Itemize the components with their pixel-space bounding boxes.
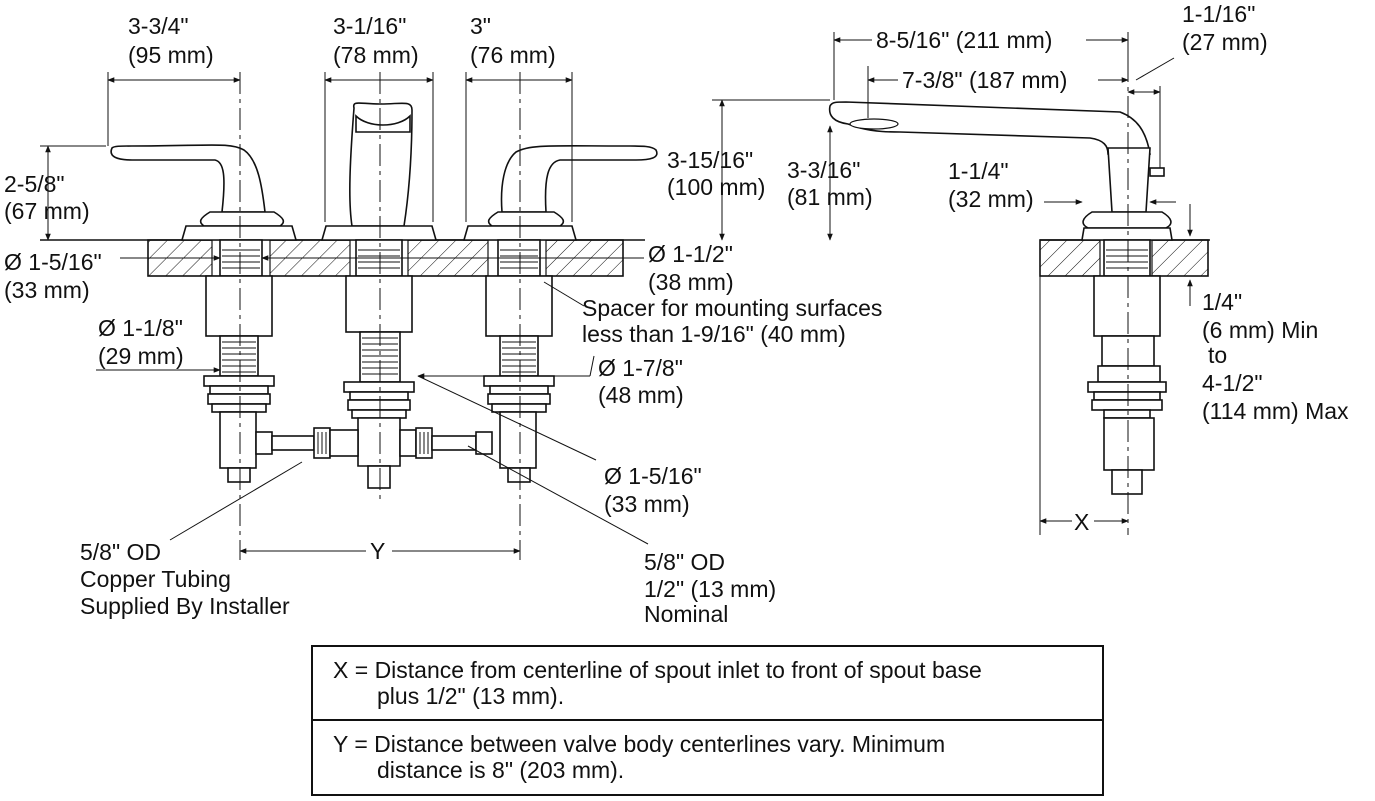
label-spout-reach: 7-3/8" (187 mm) bbox=[902, 67, 1067, 93]
label-deck-range-1: 1/4" bbox=[1202, 289, 1242, 315]
dimension-labels: 3-3/4" (95 mm) 3-1/16" (78 mm) 3" (76 mm… bbox=[4, 1, 1349, 627]
legend-x: X = Distance from centerline of spout in… bbox=[313, 647, 1102, 721]
label-escutcheon-dia-1: Ø 1-5/16" bbox=[4, 249, 102, 275]
label-handle-height-1: 2-5/8" bbox=[4, 171, 65, 197]
label-supply-right-3: Nominal bbox=[644, 601, 728, 627]
label-nut-dia-1: Ø 1-7/8" bbox=[598, 355, 683, 381]
legend-y-line2: distance is 8" (203 mm). bbox=[377, 756, 625, 783]
legend-x-prefix: X = bbox=[333, 657, 375, 683]
label-valve-width-2: (78 mm) bbox=[333, 42, 419, 68]
label-supply-right-2: 1/2" (13 mm) bbox=[644, 576, 776, 602]
legend-x-line2: plus 1/2" (13 mm). bbox=[377, 683, 565, 709]
label-spout-clearance-2: (81 mm) bbox=[787, 184, 873, 210]
label-handle-reach-2: (95 mm) bbox=[128, 42, 214, 68]
label-spout-clearance-1: 3-3/16" bbox=[787, 157, 860, 183]
label-deck-range-3: to bbox=[1208, 342, 1227, 368]
label-shank-dia-1: Ø 1-1/8" bbox=[98, 315, 183, 341]
label-spout-offset-2: (27 mm) bbox=[1182, 29, 1268, 55]
label-spout-offset-1: 1-1/16" bbox=[1182, 1, 1255, 27]
label-handle-height-2: (67 mm) bbox=[4, 198, 90, 224]
label-handle-reach-1: 3-3/4" bbox=[128, 13, 189, 39]
label-spout-base-2: (32 mm) bbox=[948, 186, 1034, 212]
legend-y: Y = Distance between valve body centerli… bbox=[313, 721, 1102, 795]
label-supply-left-2: Copper Tubing bbox=[80, 566, 231, 592]
centerlines bbox=[239, 60, 1129, 560]
legend-box: X = Distance from centerline of spout in… bbox=[311, 645, 1104, 796]
label-deck-range-2: (6 mm) Min bbox=[1202, 317, 1318, 343]
label-deck-range-4: 4-1/2" bbox=[1202, 370, 1263, 396]
label-right-width-1: 3" bbox=[470, 13, 491, 39]
label-right-width-2: (76 mm) bbox=[470, 42, 556, 68]
right-handle-valve bbox=[462, 144, 658, 483]
label-outlet-dia-2: (33 mm) bbox=[604, 491, 690, 517]
left-handle-valve bbox=[110, 144, 298, 483]
dimension-lines bbox=[40, 32, 1193, 554]
label-spout-height-2: (100 mm) bbox=[667, 174, 765, 200]
legend-y-prefix: Y = bbox=[333, 730, 375, 757]
label-outlet-dia-1: Ø 1-5/16" bbox=[604, 463, 702, 489]
spout-side-view bbox=[828, 101, 1210, 495]
label-deck-range-5: (114 mm) Max bbox=[1202, 398, 1349, 424]
label-y: Y bbox=[370, 538, 385, 564]
label-supply-left-3: Supplied By Installer bbox=[80, 593, 290, 619]
label-escutcheon-dia-2: (33 mm) bbox=[4, 277, 90, 303]
label-hole-dia-2: (38 mm) bbox=[648, 269, 734, 295]
supply-tubing bbox=[255, 427, 493, 459]
center-valve bbox=[320, 102, 438, 489]
label-spacer-1: Spacer for mounting surfaces bbox=[582, 295, 882, 321]
label-spout-height-1: 3-15/16" bbox=[667, 147, 753, 173]
label-hole-dia-1: Ø 1-1/2" bbox=[648, 241, 733, 267]
label-valve-width-1: 3-1/16" bbox=[333, 13, 406, 39]
label-supply-right-1: 5/8" OD bbox=[644, 549, 725, 575]
label-shank-dia-2: (29 mm) bbox=[98, 343, 184, 369]
label-x: X bbox=[1074, 509, 1089, 535]
label-spout-base-1: 1-1/4" bbox=[948, 158, 1009, 184]
legend-y-line1: Distance between valve body centerlines … bbox=[374, 730, 946, 757]
label-supply-left-1: 5/8" OD bbox=[80, 539, 161, 565]
label-spacer-2: less than 1-9/16" (40 mm) bbox=[582, 321, 846, 347]
legend-x-line1: Distance from centerline of spout inlet … bbox=[374, 657, 982, 683]
label-nut-dia-2: (48 mm) bbox=[598, 382, 684, 408]
label-spout-total: 8-5/16" (211 mm) bbox=[876, 27, 1052, 53]
